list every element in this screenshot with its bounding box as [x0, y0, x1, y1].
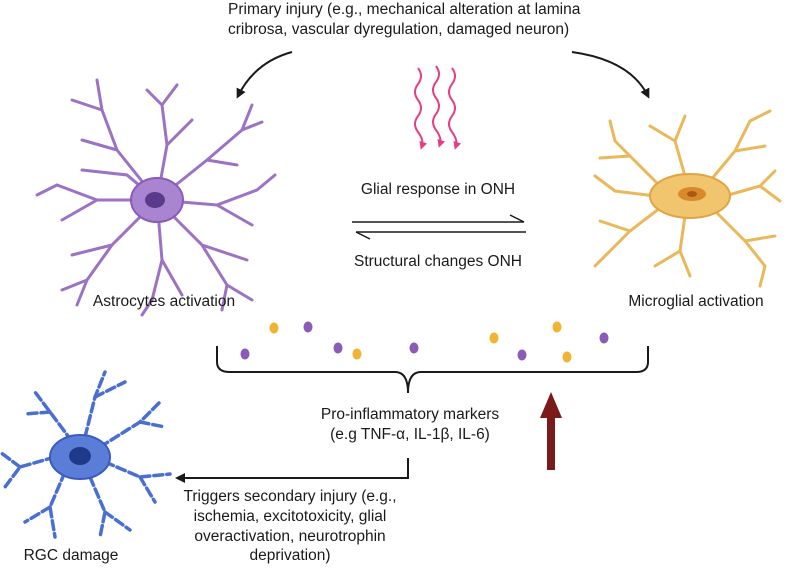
- arrow-to-rgc: [175, 458, 409, 483]
- rgc-label: RGC damage: [23, 547, 119, 564]
- glial-response-label: Glial response in ONH: [360, 181, 516, 198]
- secondary-line4: deprivation): [249, 547, 331, 564]
- secondary-line3: overactivation, neurotrophin: [194, 528, 386, 545]
- rgc-cell: [0, 370, 172, 539]
- marker-dots: [240, 321, 609, 363]
- primary-injury-line2: cribrosa, vascular dyregulation, damaged…: [228, 21, 570, 38]
- equilibrium-arrows: [352, 214, 526, 240]
- markers-line2: (e.g TNF-α, IL-1β, IL-6): [330, 426, 490, 443]
- structural-changes-label: Structural changes ONH: [354, 253, 522, 270]
- wavy-injury-arrows: [414, 65, 462, 150]
- secondary-line1: Triggers secondary injury (e.g.,: [183, 488, 397, 505]
- increase-arrow: [540, 392, 562, 470]
- microglia-cell: [593, 109, 782, 288]
- arrow-to-microglia: [571, 51, 650, 99]
- primary-injury-line1: Primary injury (e.g., mechanical alterat…: [228, 1, 581, 18]
- markers-line1: Pro-inflammatory markers: [320, 406, 500, 423]
- brace: [216, 346, 649, 394]
- arrow-to-astrocytes: [236, 51, 293, 99]
- secondary-line2: ischemia, excitotoxicity, glial: [193, 508, 387, 525]
- microglia-label: Microglial activation: [628, 293, 764, 310]
- astrocytes-label: Astrocytes activation: [92, 293, 236, 310]
- astrocyte-cell: [35, 78, 277, 317]
